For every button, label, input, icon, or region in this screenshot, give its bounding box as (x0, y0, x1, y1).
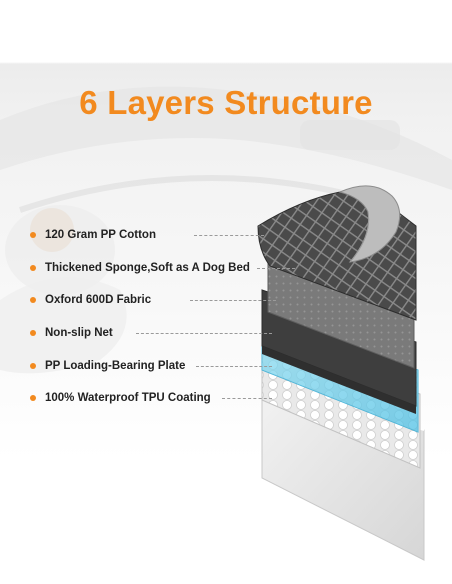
bullet-dot-icon (30, 265, 36, 271)
leader-line-1 (194, 235, 264, 236)
layer-label-2: Thickened Sponge,Soft as A Dog Bed (30, 258, 250, 278)
leader-line-6 (222, 398, 272, 399)
bullet-dot-icon (30, 297, 36, 303)
leader-line-3 (190, 300, 276, 301)
bullet-dot-icon (30, 232, 36, 238)
layer-label-3: Oxford 600D Fabric (30, 290, 151, 310)
layer-label-text: Thickened Sponge,Soft as A Dog Bed (45, 262, 250, 274)
bullet-dot-icon (30, 363, 36, 369)
layer-label-1: 120 Gram PP Cotton (30, 225, 156, 245)
layer-label-text: Non-slip Net (45, 327, 113, 339)
page-title: 6 Layers Structure (79, 84, 373, 121)
layer-label-6: 100% Waterproof TPU Coating (30, 388, 211, 408)
layer-label-text: Oxford 600D Fabric (45, 294, 152, 306)
leader-line-5 (196, 366, 272, 367)
bullet-dot-icon (30, 330, 36, 336)
layer-label-text: 100% Waterproof TPU Coating (45, 392, 211, 404)
leader-line-2 (257, 268, 295, 269)
layer-label-4: Non-slip Net (30, 323, 113, 343)
layer-label-text: PP Loading-Bearing Plate (45, 360, 186, 372)
layer-label-text: 120 Gram PP Cotton (45, 229, 156, 241)
leader-line-4 (136, 333, 272, 334)
layer-label-5: PP Loading-Bearing Plate (30, 356, 185, 376)
layer-pp-cotton (257, 185, 417, 321)
bullet-dot-icon (30, 395, 36, 401)
